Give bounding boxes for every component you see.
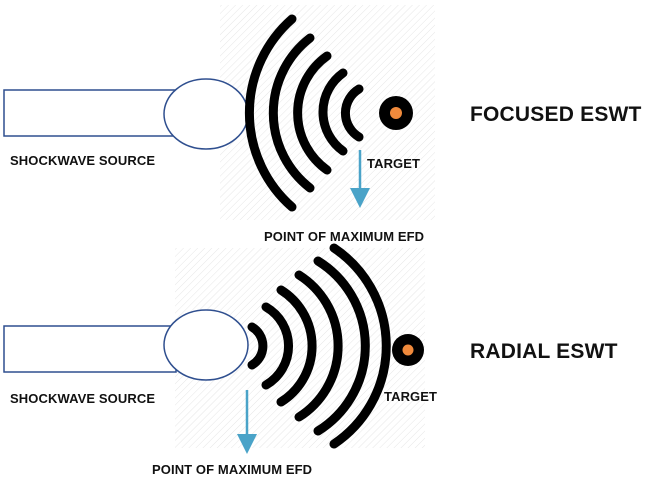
focused-wavefront-1 — [244, 14, 297, 212]
radial-wavefront-5 — [313, 256, 370, 436]
radial-wavefront-2 — [261, 302, 293, 390]
radial-target-icon — [392, 334, 424, 366]
radial-wavefront-3 — [276, 285, 317, 407]
focused-target-label: TARGET — [367, 156, 421, 171]
focused-wavefront-5 — [340, 84, 364, 142]
focused-shockwave-source-body — [3, 89, 177, 137]
radial-eswt-panel — [3, 243, 425, 454]
focused-target-icon — [379, 96, 413, 130]
radial-shockwave-source-body — [3, 325, 177, 373]
radial-eswt-title: RADIAL ESWT — [470, 340, 618, 363]
focused-wavefront-3 — [293, 51, 332, 175]
radial-wavefront-4 — [294, 270, 343, 422]
focused-efd-label: POINT OF MAXIMUM EFD — [264, 229, 425, 244]
radial-efd-label: POINT OF MAXIMUM EFD — [152, 462, 313, 477]
radial-wavefront-1 — [247, 322, 268, 370]
radial-wavefronts — [247, 243, 391, 449]
focused-shockwave-source-head — [163, 78, 249, 150]
focused-shockwave-source-label: SHOCKWAVE SOURCE — [10, 153, 156, 168]
focused-eswt-title: FOCUSED ESWT — [470, 103, 642, 126]
radial-target-label: TARGET — [384, 389, 438, 404]
focused-wavefront-4 — [318, 68, 348, 156]
radial-wavefront-6 — [329, 243, 391, 449]
focused-wavefront-2 — [268, 33, 315, 193]
radial-shockwave-source-label: SHOCKWAVE SOURCE — [10, 391, 156, 406]
radial-shockwave-source-head — [163, 309, 249, 381]
focused-wavefronts — [244, 14, 364, 212]
focused-eswt-panel — [3, 5, 435, 220]
